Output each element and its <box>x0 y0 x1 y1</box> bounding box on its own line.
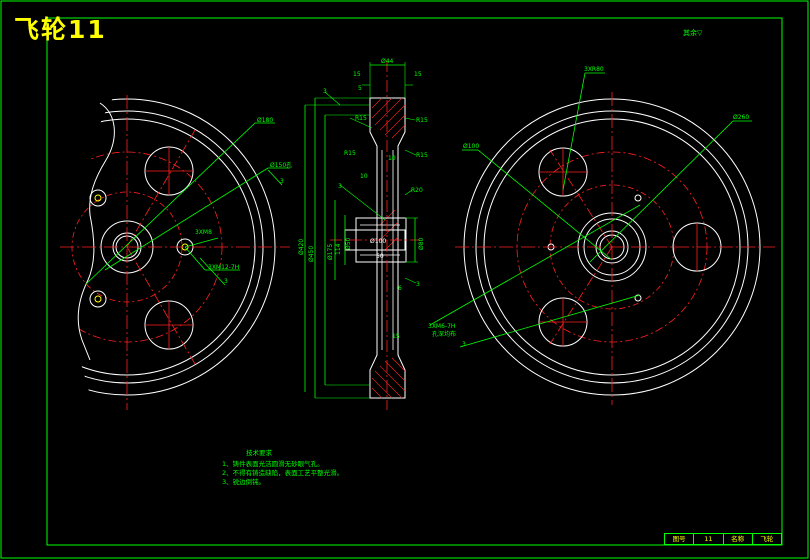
note-item: 1、铸件表面光洁圆滑无砂眼气孔。 <box>222 460 324 468</box>
dim-spread-note: 孔深均布 <box>432 330 456 338</box>
dim-6: 6 <box>398 285 402 292</box>
dim-m12-holes: 3XM12-7H <box>208 264 239 271</box>
dim-d80: Ø80 <box>418 237 425 250</box>
dim-d450: Ø450 <box>308 246 315 262</box>
left-view: Ø180 Ø150孔 3 3XM8 3XM12-7H 3 <box>60 95 292 410</box>
dim-d50: Ø50 <box>345 237 352 250</box>
title-block: 图号 11 名称 飞轮 <box>664 533 782 545</box>
dim-5: 5 <box>358 85 362 92</box>
dim-top-width: Ø44 <box>381 58 394 65</box>
title-block-label: 名称 <box>724 534 753 544</box>
dim-d180: Ø180 <box>257 117 273 124</box>
dim-s100: Ø100 <box>370 238 386 245</box>
dim-m6-holes: 3XM6-7H <box>428 323 455 330</box>
title-block-label: 图号 <box>665 534 695 544</box>
dim-chamfer-a: 3 <box>280 178 284 185</box>
dim-10: 10 <box>388 155 396 162</box>
technical-notes: 技术要求 1、铸件表面光洁圆滑无砂眼气孔。 2、不得有铸造缺陷，表面工艺平整光滑… <box>222 449 343 487</box>
dim-15-bottom: 15 <box>392 333 400 340</box>
dim-d150-hole: Ø150孔 <box>270 161 292 169</box>
dim-15-right: 15 <box>414 71 422 78</box>
dim-chamfer-d: 3 <box>338 183 342 190</box>
dim-r15-c: R15 <box>344 150 356 157</box>
inner-frame <box>46 17 783 546</box>
dim-d260: Ø260 <box>733 114 749 121</box>
dim-3xr80: 3XR80 <box>584 66 604 73</box>
dim-m8-holes: 3XM8 <box>195 229 212 236</box>
dim-r15-b: R15 <box>416 117 428 124</box>
title-block-value: 11 <box>694 534 724 544</box>
note-item: 3、锐边倒钝。 <box>222 478 266 486</box>
dim-chamfer-c: 3 <box>323 88 327 95</box>
dim-d175: Ø175 <box>327 244 334 260</box>
dim-chamfer-e: 3 <box>416 281 420 288</box>
right-view: 3XR80 Ø260 Ø100 3 3XM6-7H 孔深均布 <box>428 66 775 405</box>
dim-r20: R20 <box>411 187 423 194</box>
dim-15-left: 15 <box>353 71 361 78</box>
dim-d100: Ø100 <box>463 143 479 150</box>
break-line <box>77 102 115 361</box>
dim-chamfer-b: 3 <box>224 278 228 285</box>
dim-r15-d: R15 <box>416 152 428 159</box>
section-view: Ø44 15 15 5 3 R15 R15 R15 R15 R20 10 10 … <box>298 58 428 410</box>
notes-heading: 技术要求 <box>246 449 272 457</box>
drawing-title: 飞轮11 <box>14 15 107 44</box>
roughness-note: 其余▽ <box>683 29 703 37</box>
note-item: 2、不得有铸造缺陷，表面工艺平整光滑。 <box>222 469 344 477</box>
dim-10b: 10 <box>360 173 368 180</box>
dim-114: 114 <box>335 243 342 255</box>
title-block-value: 飞轮 <box>760 535 774 543</box>
dim-s50: 50 <box>376 253 384 260</box>
dim-d420: Ø420 <box>298 239 305 255</box>
dim-r15-a: R15 <box>355 115 367 122</box>
dim-chamfer-f: 3 <box>462 341 466 348</box>
